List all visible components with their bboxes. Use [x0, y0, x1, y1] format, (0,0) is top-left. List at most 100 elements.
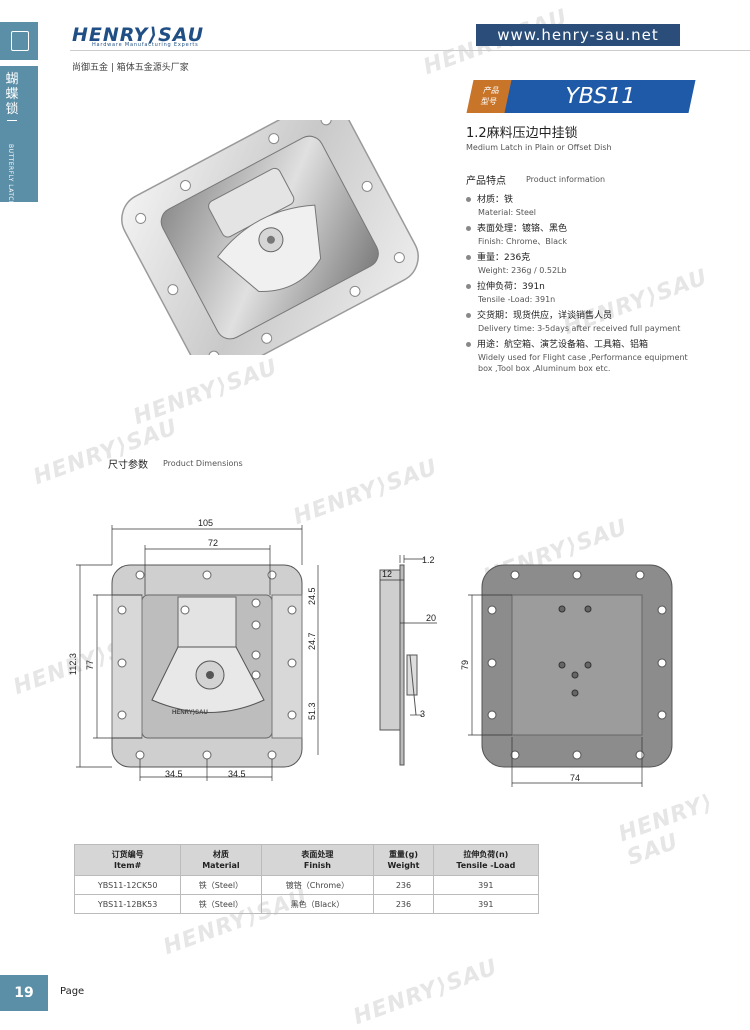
product-photo — [121, 120, 419, 355]
dim-1-2: 1.2 — [422, 555, 435, 565]
bullet-icon — [466, 284, 471, 289]
dim-34-5-left: 34.5 — [165, 769, 183, 779]
table-header: 重量(g) Weight — [373, 844, 434, 876]
feature-cn: 用途：航空箱、演艺设备箱、工具箱、铝箱 — [477, 340, 649, 350]
feature-item: 交货期：现货供应，详谈销售人员 Delivery time: 3-5days af… — [466, 308, 680, 334]
dim-24-5: 24.5 — [307, 587, 317, 605]
watermark: HENRY⟩SAU — [130, 354, 282, 431]
table-cell: 236 — [373, 875, 434, 895]
table-cell: 391 — [432, 875, 540, 895]
feature-cn: 重量：236克 — [477, 253, 531, 263]
table-cell: 黑色（Black） — [260, 894, 375, 914]
header-en: Material — [202, 861, 240, 870]
watermark: HENRY⟩SAU — [615, 789, 717, 871]
table-row: YBS11-12CK50 铁（Steel） 镀铬（Chrome） 236 391 — [73, 875, 540, 895]
table-cell: 铁（Steel） — [180, 894, 262, 914]
dim-112: 112.3 — [68, 653, 78, 675]
feature-en: Finish: Chrome、Black — [478, 237, 568, 246]
dim-72: 72 — [208, 538, 218, 548]
side-category-en: BUTTERFLY LATCH — [7, 144, 14, 206]
side-divider — [7, 120, 17, 121]
table-header: 订货编号 Item# — [73, 844, 182, 876]
product-title-cn: 1.2麻料压边中挂锁 — [466, 126, 578, 141]
bullet-icon — [466, 313, 471, 318]
dim-77: 77 — [85, 660, 95, 670]
header-cn: 拉伸负荷(n) — [463, 850, 509, 859]
watermark: HENRY⟩SAU — [30, 414, 182, 491]
product-info-heading: 产品特点 — [466, 176, 506, 187]
header-en: Weight — [387, 861, 420, 870]
bullet-icon — [466, 197, 471, 202]
page-label: Page — [60, 986, 85, 997]
header-cn: 材质 — [212, 850, 229, 859]
side-icon-box — [0, 22, 38, 60]
feature-en: Weight: 236g / 0.52Lb — [478, 266, 567, 275]
dim-74: 74 — [570, 773, 580, 783]
feature-en: Tensile -Load: 391n — [478, 295, 556, 304]
bullet-icon — [466, 226, 471, 231]
dimensions-heading-en: Product Dimensions — [163, 459, 243, 468]
document-icon — [11, 31, 29, 51]
feature-item: 用途：航空箱、演艺设备箱、工具箱、铝箱 Widely used for Fligh… — [466, 337, 696, 374]
table-header: 拉伸负荷(n) Tensile -Load — [432, 844, 540, 876]
feature-item: 表面处理：镀铬、黑色 Finish: Chrome、Black — [466, 221, 567, 247]
table-header: 表面处理 Finish — [260, 844, 375, 876]
feature-cn: 拉伸负荷：391n — [477, 282, 545, 292]
dim-12: 12 — [382, 569, 392, 579]
feature-item: 材质：铁 Material: Steel — [466, 192, 536, 218]
feature-cn: 交货期：现货供应，详谈销售人员 — [477, 311, 613, 321]
website-url[interactable]: www.henry-sau.net — [476, 24, 680, 46]
brand-logo: HENRY⟩SAU — [72, 24, 205, 46]
brand-tagline: 尚御五金 | 箱体五金源头厂家 — [72, 63, 189, 73]
technical-drawing: HENRY⟩SAU 105 72 112.3 77 24.5 24.7 51.3… — [68, 518, 673, 787]
table-cell: YBS11-12CK50 — [73, 875, 182, 895]
page-number: 19 — [0, 975, 48, 1011]
side-category-tab: 蝴蝶锁 BUTTERFLY LATCH — [0, 66, 38, 206]
dim-51-3: 51.3 — [307, 702, 317, 720]
table-header-row: 订货编号 Item# 材质 Material 表面处理 Finish 重量(g) Wei… — [73, 844, 540, 876]
product-info-heading-en: Product information — [526, 175, 606, 184]
feature-item: 重量：236克 Weight: 236g / 0.52Lb — [466, 250, 567, 276]
header-cn: 表面处理 — [301, 850, 334, 859]
feature-en: Widely used for Flight case ,Performance… — [478, 353, 688, 373]
dim-34-5-right: 34.5 — [228, 769, 246, 779]
table-cell: 铁（Steel） — [180, 875, 262, 895]
side-category-cn: 蝴蝶锁 — [5, 72, 19, 117]
header-cn: 订货编号 — [111, 850, 144, 859]
dim-3: 3 — [420, 709, 425, 719]
table-cell: 镀铬（Chrome） — [260, 875, 375, 895]
dim-20: 20 — [426, 613, 436, 623]
side-view — [379, 564, 418, 766]
table-cell: 236 — [373, 894, 434, 914]
front-view: HENRY⟩SAU — [111, 564, 303, 768]
dimensions-heading: 尺寸参数 — [108, 460, 148, 471]
table-cell: YBS11-12BK53 — [73, 894, 182, 914]
header-en: Finish — [303, 861, 331, 870]
spec-table: 订货编号 Item# 材质 Material 表面处理 Finish 重量(g) Wei… — [73, 844, 540, 914]
brand-subtitle: Hardware Manufacturing Experts — [92, 42, 199, 48]
plate-logo: HENRY⟩SAU — [172, 709, 208, 716]
feature-en: Delivery time: 3-5days after received fu… — [478, 324, 681, 333]
dim-105: 105 — [198, 518, 213, 528]
model-number: YBS11 — [504, 80, 696, 113]
header-en: Tensile -Load — [456, 861, 516, 870]
feature-cn: 表面处理：镀铬、黑色 — [477, 224, 568, 234]
model-badge-label-1: 产品 — [482, 86, 501, 95]
model-badge-label-2: 型号 — [479, 97, 498, 106]
product-title-en: Medium Latch in Plain or Offset Dish — [466, 143, 612, 152]
table-header: 材质 Material — [180, 844, 262, 876]
table-row: YBS11-12BK53 铁（Steel） 黑色（Black） 236 391 — [73, 894, 540, 914]
watermark: HENRY⟩SAU — [350, 954, 502, 1030]
header-en: Item# — [114, 861, 142, 870]
dim-24-7: 24.7 — [307, 632, 317, 650]
bullet-icon — [466, 342, 471, 347]
feature-cn: 材质：铁 — [477, 195, 514, 205]
header-cn: 重量(g) — [388, 850, 418, 859]
bullet-icon — [466, 255, 471, 260]
table-cell: 391 — [432, 894, 540, 914]
back-view — [481, 564, 673, 768]
feature-en: Material: Steel — [478, 208, 537, 217]
header-divider — [70, 50, 750, 51]
dim-79: 79 — [460, 660, 470, 670]
